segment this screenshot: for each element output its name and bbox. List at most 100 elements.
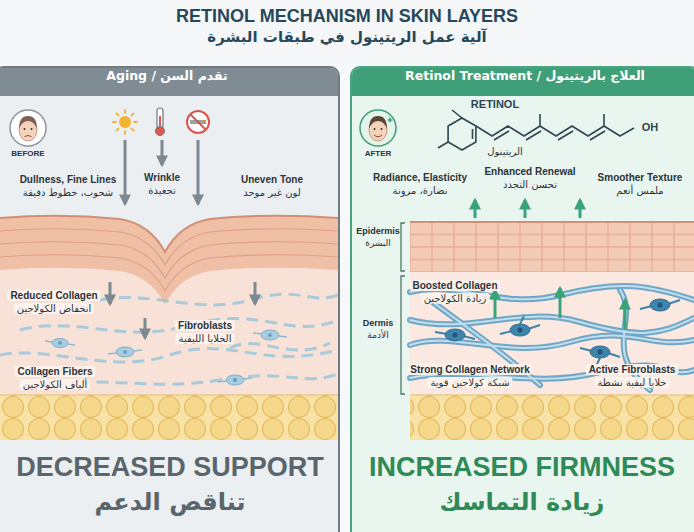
face-eye	[381, 128, 383, 130]
renewal-arrow	[475, 200, 580, 218]
sparkle	[387, 117, 393, 123]
retinol-molecule	[476, 126, 634, 136]
structure-label: زيادة الكولاجين	[421, 293, 490, 304]
boost-arrow	[495, 288, 625, 330]
retinol-molecule	[448, 118, 476, 150]
fat-layer	[410, 395, 694, 440]
active-fibroblast	[650, 299, 670, 311]
benefit-label: Enhanced Renewal	[484, 166, 575, 177]
face-circle	[10, 110, 46, 146]
retinol-molecule	[438, 142, 448, 148]
skin-surface	[0, 216, 338, 252]
symptom-label: لون غير موحد	[243, 187, 301, 198]
title-band	[0, 0, 694, 62]
structure-label: Active Fibroblasts	[586, 364, 679, 375]
face-icon: AFTER	[358, 108, 398, 158]
outcome-heading: INCREASED FIRMNESS	[369, 452, 675, 483]
decline-arrow	[254, 282, 257, 304]
fibroblast-cell	[108, 350, 142, 354]
fibroblast-cell	[116, 347, 134, 357]
face-mouth	[374, 135, 382, 137]
title-subtitle: آلية عمل الريتينول في طبقات البشرة	[207, 28, 486, 46]
retinol-molecule	[438, 110, 634, 150]
fat-layer	[410, 394, 694, 395]
fibroblast-cell	[268, 333, 272, 337]
fat-layer	[0, 394, 338, 395]
stress-arrow	[125, 140, 198, 204]
face-icon: BEFORE	[8, 108, 48, 158]
retinol-molecule	[494, 131, 509, 140]
decline-arrow	[144, 318, 147, 338]
structure-label: شبكة كولاجين قوية	[427, 377, 512, 388]
no-smoking-icon	[191, 115, 206, 130]
symptom-label: شحوب، خطوط دقيقة	[23, 187, 113, 198]
structure-label: Reduced Collagen	[7, 290, 100, 301]
face-drawing	[358, 108, 398, 148]
fibroblast-cell	[218, 375, 252, 385]
broken-collagen	[0, 294, 338, 388]
panel-header: Aging / تقدم السن	[0, 68, 338, 96]
face-hair	[19, 116, 37, 129]
broken-collagen	[20, 319, 338, 333]
face-eye	[31, 128, 33, 130]
retinol-molecule	[603, 114, 605, 126]
layer-label: البشرة	[365, 238, 391, 248]
active-fibroblast	[435, 329, 475, 341]
retinol-molecule	[539, 114, 541, 126]
fibroblast-cell	[108, 347, 142, 357]
active-fibroblast	[590, 346, 610, 358]
structure-label: Boosted Collagen	[409, 280, 500, 291]
face-mouth	[25, 136, 32, 137]
active-fibroblast	[658, 303, 663, 308]
sun-icon	[113, 110, 137, 134]
face-drawing	[8, 108, 48, 148]
panel-ground	[0, 66, 694, 532]
active-fibroblast	[640, 299, 680, 311]
layer-label: Epidermis	[356, 226, 400, 236]
structure-label: Fibroblasts	[175, 320, 235, 331]
broken-collagen	[230, 343, 330, 350]
active-fibroblast	[580, 346, 620, 366]
molecule-label: الريتينول	[487, 146, 523, 157]
sun-icon	[113, 110, 137, 134]
active-fibroblast	[510, 324, 530, 336]
active-fibroblast	[435, 299, 680, 366]
fibroblast-cell	[52, 339, 68, 348]
benefit-label: Radiance, Elasticity	[373, 172, 467, 183]
dermis-layer	[0, 268, 338, 440]
active-fibroblast	[518, 328, 523, 333]
face-hair	[369, 116, 387, 129]
fibroblast-cell	[261, 330, 279, 340]
title-band	[0, 0, 694, 62]
fibroblast-cell	[45, 341, 75, 345]
retinol-molecule	[558, 131, 573, 140]
atom-label: OH	[642, 121, 659, 133]
diagram-title: RETINOL MECHANISM IN SKIN LAYERS	[0, 6, 694, 27]
dermis-layer	[410, 272, 694, 395]
stress-arrow	[197, 140, 200, 204]
structure-label: ألياف الكولاجين	[20, 379, 90, 390]
decline-arrow	[109, 282, 112, 304]
no-smoking-icon	[187, 111, 209, 133]
active-fibroblast	[453, 333, 458, 338]
face-caption: BEFORE	[8, 149, 48, 158]
retinol-molecule	[452, 110, 462, 118]
fibroblast-cell	[253, 333, 287, 337]
renewal-arrow	[579, 200, 582, 218]
benefit-label: نضارة، مرونة	[393, 185, 448, 196]
symptom-label: Dullness, Fine Lines	[20, 174, 117, 185]
broken-collagen	[100, 294, 338, 305]
skin-surface	[410, 221, 694, 223]
retinol-molecule	[590, 131, 605, 140]
active-fibroblast	[500, 316, 540, 336]
outcome-heading: DECREASED SUPPORT	[16, 452, 324, 483]
retinol-molecule	[526, 131, 541, 140]
layer-bracket	[401, 223, 405, 271]
panel-header: Retinol Treatment / العلاج بالريتينول	[352, 68, 694, 96]
boost-arrow	[494, 290, 497, 318]
structure-label: خلايا ليفية نشطة	[594, 377, 669, 388]
face-eye	[24, 128, 26, 130]
treated-skin	[410, 222, 694, 440]
fibroblast-cell	[45, 339, 75, 348]
face-eye	[374, 128, 376, 130]
